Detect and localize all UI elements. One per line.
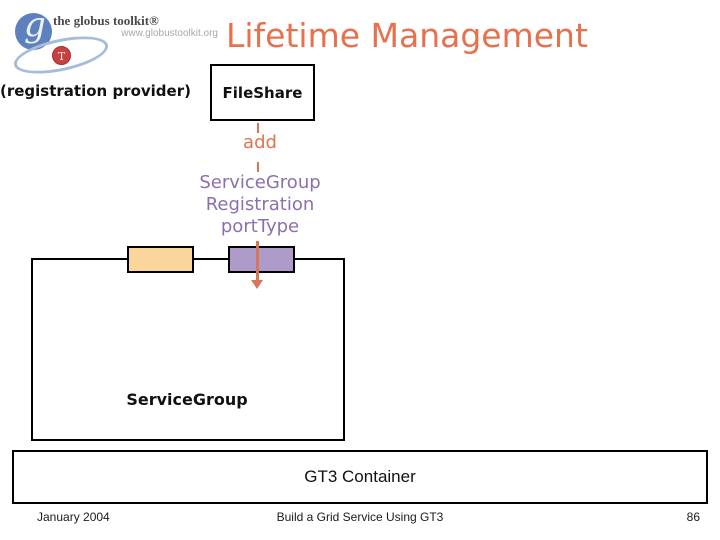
registration-line-2: Registration (205, 194, 315, 215)
globus-t-letter: T (57, 50, 66, 63)
registration-porttype-text: ServiceGroup Registration portType (190, 172, 330, 238)
slide-title: Lifetime Management (226, 16, 588, 55)
add-arrow-line (256, 241, 259, 281)
add-label: add (243, 132, 277, 153)
footer-tutorial-title: Build a Grid Service Using GT3 (276, 510, 444, 524)
registration-provider-label: (registration provider) (0, 82, 191, 100)
globus-logo: g T the globus toolkit® www.globustoolki… (0, 0, 230, 81)
connector-dash (257, 123, 259, 133)
logo-brand-text: the globus toolkit® (53, 13, 159, 28)
gt3-container-box: GT3 Container (12, 450, 708, 504)
globus-red-circle-icon: T (52, 46, 71, 65)
servicegroup-label: ServiceGroup (126, 390, 248, 409)
connector-dash (257, 162, 259, 172)
registration-line-1: ServiceGroup (199, 172, 321, 193)
gt3-container-label: GT3 Container (304, 467, 416, 486)
add-arrow-head-icon (251, 280, 263, 289)
registration-line-3: portType (220, 216, 300, 237)
globus-blue-circle-icon (15, 13, 52, 50)
logo-url-text: www.globustoolkit.org (121, 28, 218, 39)
servicegroup-box (31, 258, 345, 441)
port-rect-purple (228, 246, 295, 273)
fileshare-label: FileShare (222, 83, 303, 102)
globus-g-letter: g (24, 5, 46, 45)
fileshare-box: FileShare (210, 64, 315, 121)
port-rect-tan (127, 246, 194, 273)
footer-page-number: 86 (686, 510, 700, 524)
footer-date: January 2004 (37, 510, 110, 524)
